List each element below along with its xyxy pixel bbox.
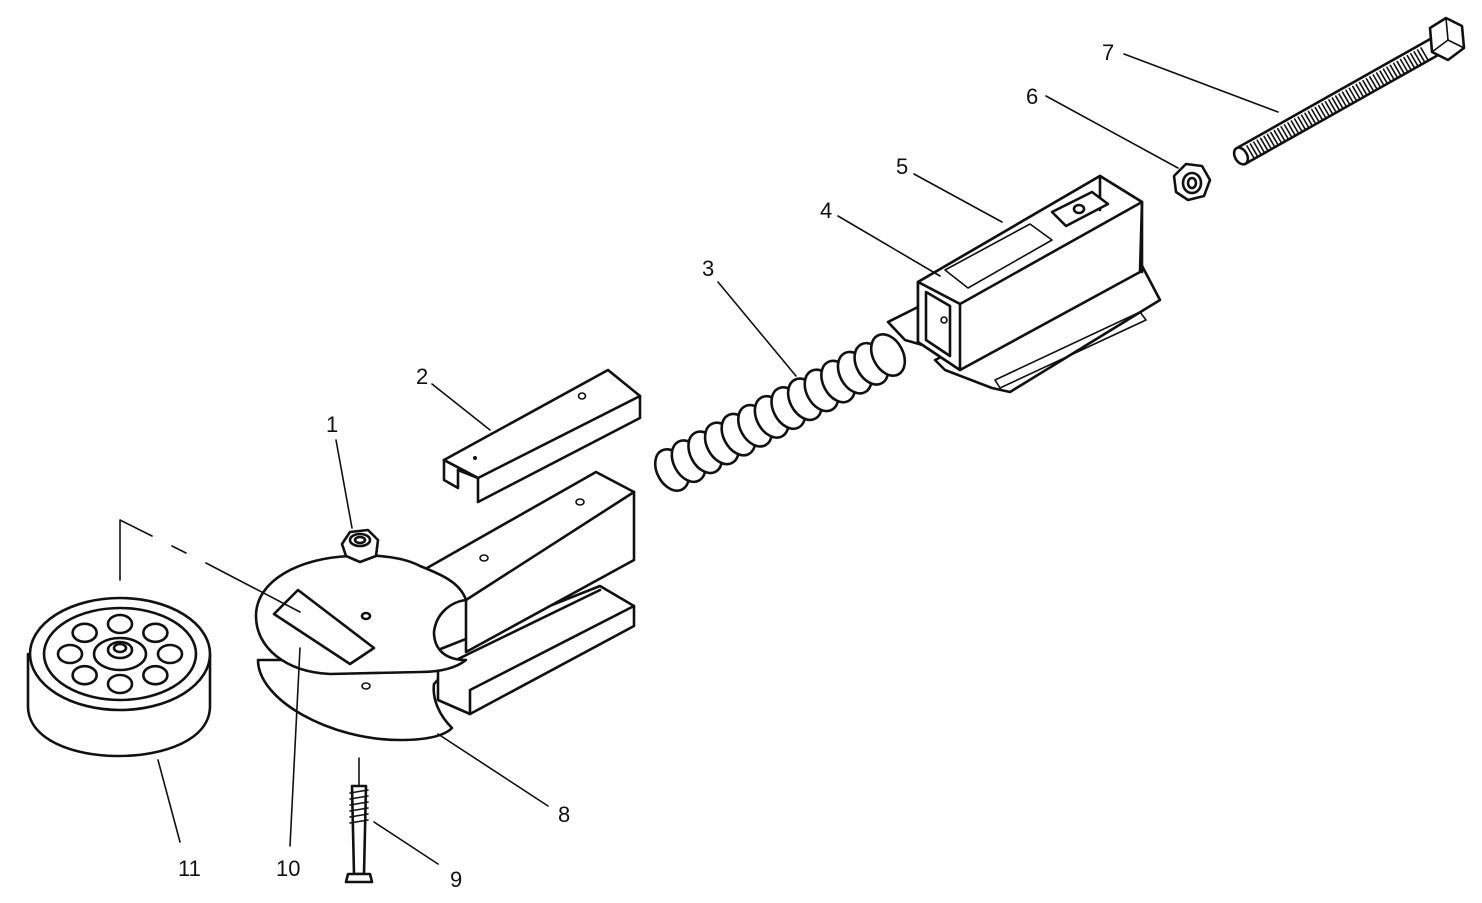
- callout-4: 4: [820, 198, 832, 223]
- thread-line: [1263, 135, 1272, 150]
- callout-3: 3: [702, 256, 714, 281]
- pulley-hole: [56, 643, 84, 665]
- thread-line: [1256, 139, 1266, 154]
- thread-line: [1379, 70, 1388, 84]
- thread-line: [1392, 62, 1402, 77]
- thread-line: [1386, 66, 1395, 81]
- thread-line: [1253, 141, 1262, 155]
- pulley-hole: [156, 643, 184, 665]
- thread-line: [1372, 74, 1382, 88]
- callout-2: 2: [416, 364, 428, 389]
- thread-line: [1369, 76, 1378, 90]
- thread-line: [1270, 131, 1279, 146]
- callouts: 1 2 3 4 5 6 7 8 9 10 11: [178, 40, 1114, 892]
- thread-line: [349, 795, 369, 800]
- thread-line: [1375, 72, 1385, 86]
- thread-line: [1290, 120, 1300, 134]
- thread-line: [1280, 125, 1289, 140]
- thread-line: [1304, 112, 1313, 127]
- centerline: [119, 519, 301, 613]
- pulley-hole: [106, 673, 134, 695]
- part-11-pulley: [26, 596, 212, 758]
- thread-line: [1403, 56, 1412, 71]
- thread-line: [1389, 64, 1399, 79]
- spring-coil: [869, 333, 907, 377]
- thread-line: [1266, 133, 1276, 148]
- part-2-channel: [442, 368, 642, 504]
- callout-6: 6: [1026, 84, 1038, 109]
- thread-line: [1293, 118, 1303, 132]
- pulley-hole: [142, 664, 169, 686]
- part-10-decal: [272, 588, 376, 666]
- thread-line: [1382, 68, 1392, 82]
- thread-line: [349, 819, 369, 824]
- thread-line: [1345, 89, 1354, 104]
- thread-line: [1311, 108, 1320, 123]
- part-3-spring: [653, 333, 907, 492]
- thread-line: [1287, 122, 1296, 136]
- thread-line: [1406, 54, 1416, 69]
- thread-line: [1355, 83, 1364, 98]
- thread-line: [349, 813, 369, 818]
- thread-line: [1283, 124, 1293, 138]
- thread-line: [1341, 91, 1351, 105]
- callout-7: 7: [1102, 40, 1114, 65]
- thread-line: [1334, 95, 1344, 109]
- thread-line: [1338, 93, 1347, 107]
- part-8-bracket: [254, 470, 636, 742]
- thread-line: [1331, 97, 1341, 111]
- thread-line: [1328, 99, 1337, 113]
- pulley-hole: [71, 664, 98, 686]
- thread-line: [1317, 104, 1327, 119]
- thread-line: [1413, 51, 1422, 65]
- callout-5: 5: [896, 154, 908, 179]
- callout-9: 9: [450, 867, 462, 892]
- thread-line: [1324, 101, 1334, 115]
- part-1-nut: [340, 528, 380, 564]
- thread-line: [1420, 47, 1429, 61]
- thread-line: [1321, 102, 1330, 117]
- thread-line: [349, 789, 369, 794]
- callout-8: 8: [558, 802, 570, 827]
- thread-line: [1358, 81, 1368, 96]
- thread-line: [1249, 143, 1259, 157]
- thread-line: [1416, 49, 1426, 63]
- thread-line: [1348, 87, 1358, 102]
- thread-line: [1259, 137, 1269, 152]
- thread-line: [1246, 145, 1255, 159]
- pulley-holes: [56, 613, 184, 695]
- callout-11: 11: [178, 856, 201, 881]
- thread-line: [1314, 106, 1324, 121]
- leader-lines: [157, 53, 1279, 865]
- thread-line: [349, 807, 369, 812]
- thread-line: [1300, 114, 1310, 129]
- thread-line: [1365, 77, 1375, 92]
- pulley-hole: [106, 613, 134, 635]
- pulley-hole: [142, 622, 169, 644]
- thread-line: [1396, 60, 1405, 75]
- thread-line: [1351, 85, 1361, 100]
- thread-line: [1297, 116, 1306, 130]
- part-9-bolt: [344, 757, 374, 884]
- thread-line: [1399, 58, 1409, 73]
- thread-line: [1362, 79, 1371, 94]
- bolt-threads: [1246, 47, 1429, 159]
- part-6-nut: [1172, 162, 1212, 202]
- thread-line: [1409, 52, 1419, 67]
- thread-line: [349, 801, 369, 806]
- part-5-housing: [886, 174, 1162, 394]
- bolt-threads: [349, 789, 369, 824]
- part-7-bolt: [1232, 16, 1466, 166]
- callout-10: 10: [276, 856, 300, 881]
- pulley-hole: [71, 622, 98, 644]
- thread-line: [1276, 127, 1286, 142]
- thread-line: [1307, 110, 1317, 125]
- callout-1: 1: [326, 412, 338, 437]
- thread-line: [1273, 129, 1283, 144]
